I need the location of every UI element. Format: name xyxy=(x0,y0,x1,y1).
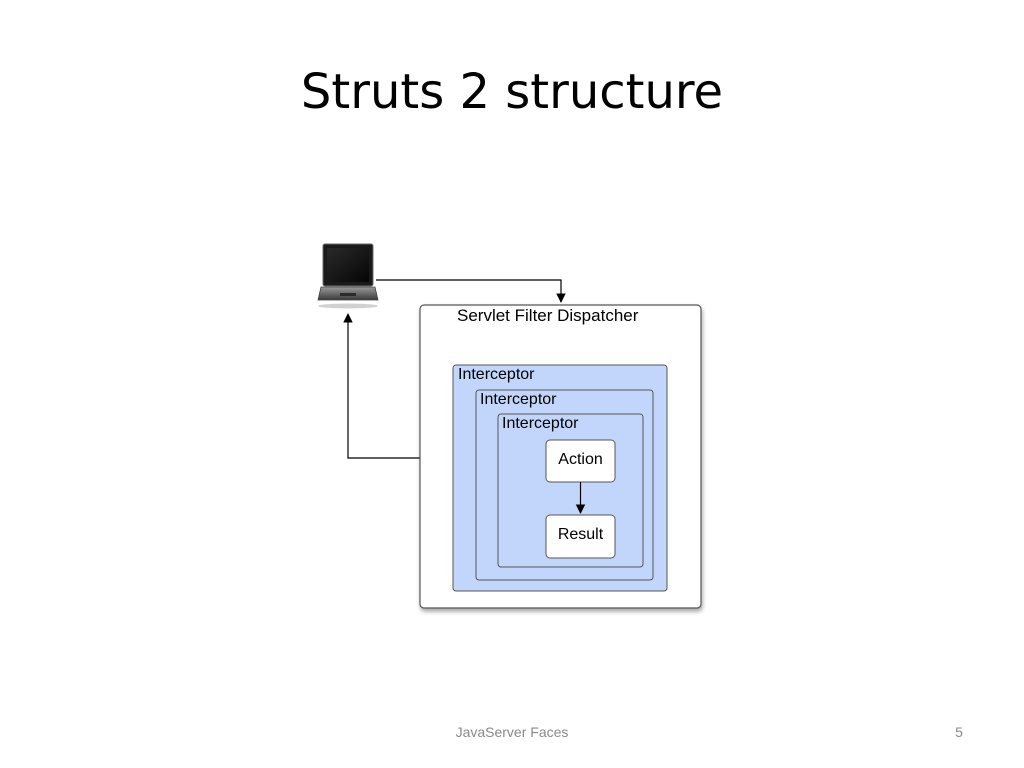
response-arrow xyxy=(343,313,420,459)
request-arrow xyxy=(376,279,566,303)
result-box xyxy=(545,514,616,559)
slide-footer: JavaServer Faces xyxy=(455,724,569,740)
interceptor-label-middle: Interceptor xyxy=(480,391,557,408)
laptop-icon xyxy=(317,243,379,309)
slide-page-number: 5 xyxy=(955,724,963,740)
dispatcher-label: Servlet Filter Dispatcher xyxy=(457,306,639,325)
interceptor-label-inner: Interceptor xyxy=(502,415,579,432)
interceptor-label-outer: Interceptor xyxy=(458,366,535,383)
action-label: Action xyxy=(558,451,603,468)
result-label: Result xyxy=(557,526,604,543)
slide-title: Struts 2 structure xyxy=(300,64,724,120)
